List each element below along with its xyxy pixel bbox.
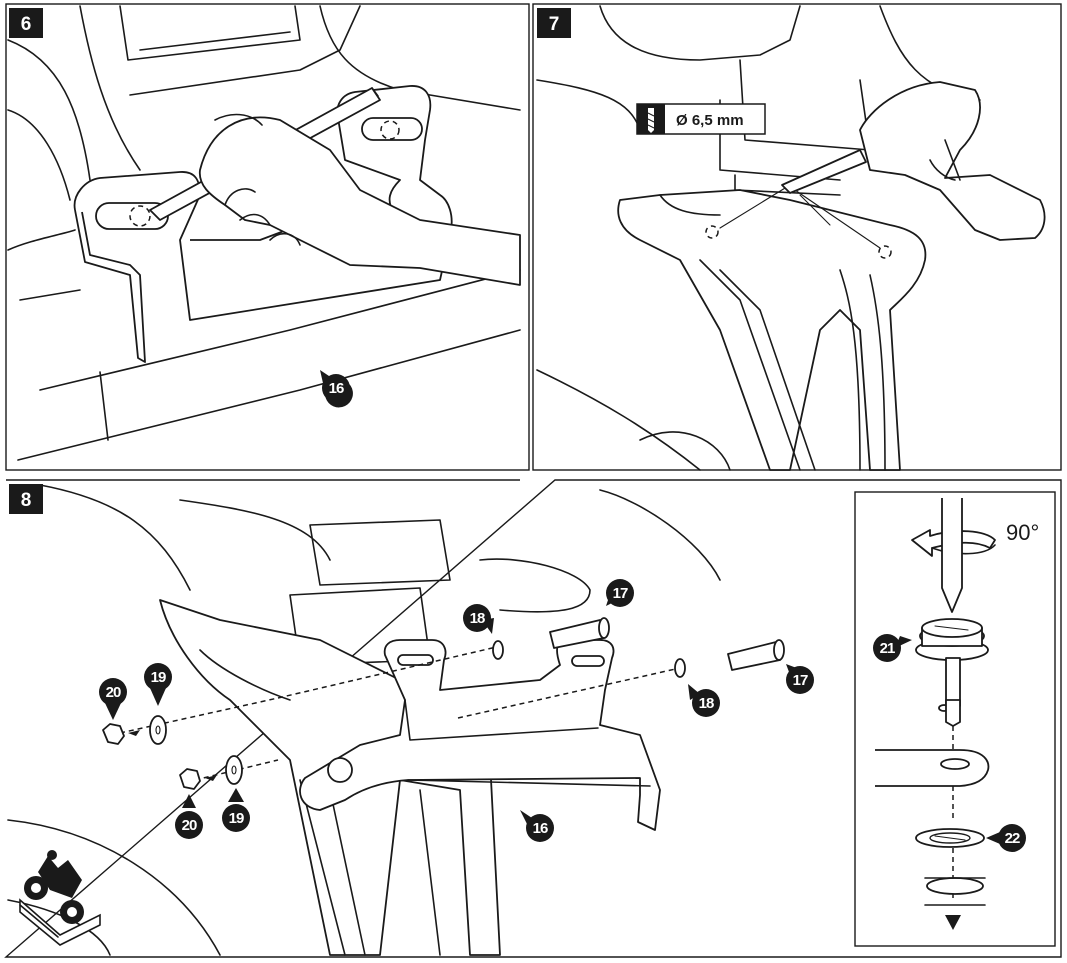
mounting-hole	[926, 877, 984, 895]
callout-20a-badge: 20	[99, 678, 127, 720]
callout-22-label: 22	[1005, 830, 1020, 847]
screw-17b	[727, 639, 785, 671]
motorcycle-position-icon	[19, 850, 101, 946]
callout-20b-badge: 20	[175, 794, 203, 839]
quick-release-fastener	[915, 618, 989, 727]
washer-19a	[149, 715, 167, 745]
hand	[198, 116, 521, 286]
rear-fender	[617, 189, 927, 471]
panel-step-6: 16 6	[5, 3, 530, 471]
callout-16-label: 16	[329, 380, 344, 397]
callout-19b-label: 19	[229, 810, 244, 827]
callout-18b-badge: 18	[688, 684, 720, 717]
callout-17a-badge: 17	[606, 579, 634, 607]
bracket-section	[875, 749, 990, 787]
callout-17a-label: 17	[613, 585, 628, 602]
callout-22-badge: 22	[986, 824, 1026, 852]
fastener-inset: 90°	[854, 491, 1056, 947]
nut-20b	[179, 768, 201, 790]
screw-17a	[549, 617, 610, 649]
callout-16b-label: 16	[533, 820, 548, 837]
callout-20b-label: 20	[182, 817, 197, 834]
drill-size-label: Ø 6,5 mm	[636, 103, 766, 135]
screwdriver-tip	[941, 498, 963, 613]
step-6-label: 6	[21, 14, 32, 35]
step-8-marker: 8	[9, 484, 43, 514]
drill-size-text: Ø 6,5 mm	[676, 112, 744, 129]
nut-20a	[102, 723, 125, 745]
callout-17b-badge: 17	[786, 664, 814, 694]
panel-step-8: 16 17 17 18 18 19 19	[4, 479, 1062, 958]
drill-bit	[781, 149, 867, 194]
step-8-label: 8	[21, 490, 32, 511]
callout-18b-label: 18	[699, 695, 714, 712]
step-6-marker: 6	[9, 8, 43, 38]
callout-16-badge: 16	[320, 370, 353, 408]
retaining-clip	[915, 828, 985, 848]
callout-19a-badge: 19	[144, 663, 172, 706]
callout-19a-label: 19	[151, 669, 166, 686]
rotation-angle-label: 90°	[1006, 520, 1039, 545]
callout-21-badge: 21	[873, 634, 912, 662]
washer-18a	[492, 640, 504, 660]
callout-18a-badge: 18	[463, 604, 494, 634]
washer-18b	[674, 658, 686, 678]
callout-16b-badge: 16	[520, 810, 554, 842]
callout-17b-label: 17	[793, 672, 808, 689]
washer-19b	[225, 755, 243, 785]
callout-21-label: 21	[880, 640, 895, 657]
step-7-label: 7	[549, 14, 560, 35]
panel-step-7: Ø 6,5 mm 7	[532, 3, 1062, 471]
callout-18a-label: 18	[470, 610, 485, 627]
callout-19b-badge: 19	[222, 788, 250, 832]
callout-20a-label: 20	[106, 684, 121, 701]
step-7-marker: 7	[537, 8, 571, 38]
